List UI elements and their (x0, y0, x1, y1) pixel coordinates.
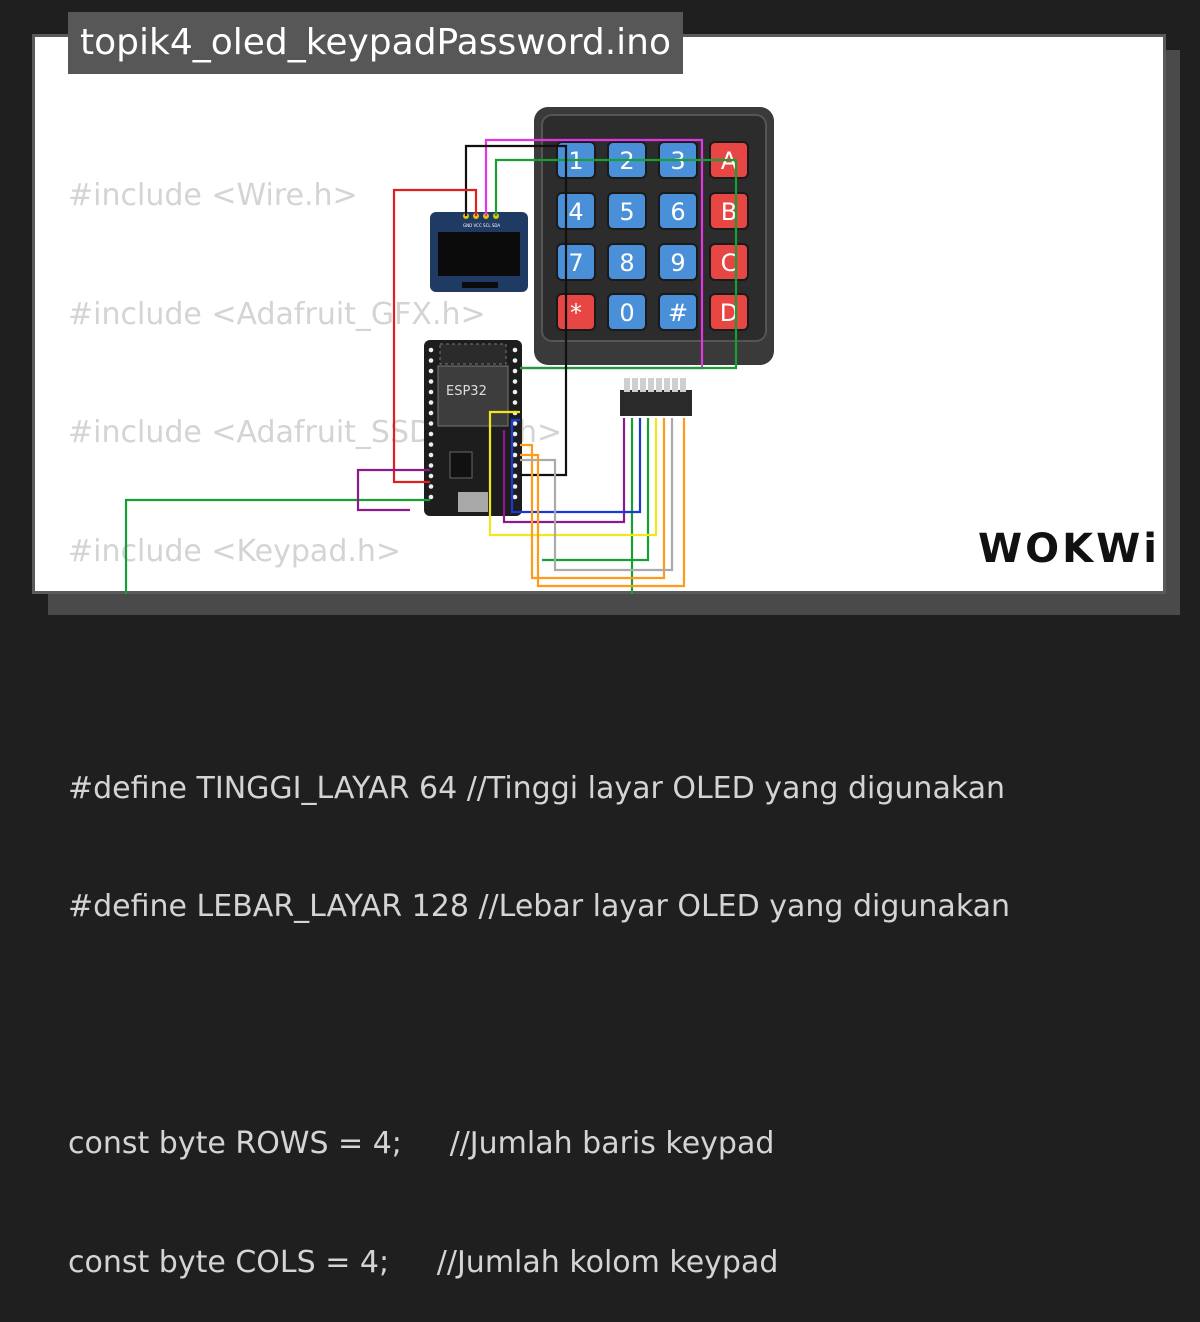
keypad-key-C: C (709, 243, 749, 281)
esp32-pin (512, 431, 518, 437)
esp32-board: ESP32 (424, 340, 522, 516)
code-preview: #include <Wire.h> #include <Adafruit_GFX… (68, 102, 1010, 1322)
keypad-key-label: 7 (568, 249, 583, 277)
keypad-key-label: * (570, 299, 582, 327)
project-title: topik4_oled_keypadPassword.ino (68, 12, 683, 74)
esp32-pin (428, 494, 434, 500)
keypad-key-label: # (668, 299, 688, 327)
keypad-key-6: 6 (658, 192, 698, 230)
keypad-key-label: 9 (670, 249, 685, 277)
keypad-key-*: * (556, 293, 596, 331)
keypad-key-#: # (658, 293, 698, 331)
esp32-pin (512, 494, 518, 500)
esp32-label: ESP32 (446, 384, 487, 399)
esp32-pin (428, 368, 434, 374)
keypad-key-label: 6 (670, 198, 685, 226)
keypad-key-8: 8 (607, 243, 647, 281)
keypad-key-label: 0 (619, 299, 634, 327)
code-line: const byte ROWS = 4; //Jumlah baris keyp… (68, 1126, 775, 1161)
oled-pin-labels: GND VCC SCL SDA (463, 223, 500, 228)
esp32-pin (428, 452, 434, 458)
esp32-pin (512, 473, 518, 479)
keypad-key-D: D (709, 293, 749, 331)
keypad-key-B: B (709, 192, 749, 230)
esp32-pin (428, 389, 434, 395)
esp32-pin (428, 463, 434, 468)
esp32-pin (512, 347, 518, 353)
keypad-key-label: B (721, 198, 737, 226)
code-line: #define TINGGI_LAYAR 64 //Tinggi layar O… (68, 770, 1006, 806)
esp32-pin (428, 442, 434, 447)
esp32-pin (512, 358, 518, 363)
keypad-key-0: 0 (607, 293, 647, 331)
code-line: #include <Keypad.h> (68, 533, 402, 569)
keypad-key-label: 4 (568, 198, 583, 226)
keypad-key-label: 8 (619, 249, 634, 277)
esp32-pin (512, 421, 518, 426)
keypad-key-7: 7 (556, 243, 596, 281)
esp32-pin (428, 358, 434, 363)
esp32-pin (512, 389, 518, 395)
wokwi-logo: WOKWi (978, 526, 1160, 572)
code-line: #define LEBAR_LAYAR 128 //Lebar layar OL… (68, 889, 1011, 924)
esp32-pin (428, 473, 434, 479)
keypad-key-label: C (721, 249, 738, 277)
wires (124, 138, 738, 594)
esp32-pin (428, 400, 434, 405)
esp32-pin (512, 463, 518, 468)
code-line: #include <Adafruit_GFX.h> (68, 296, 486, 332)
esp32-pin (512, 368, 518, 374)
keypad-key-9: 9 (658, 243, 698, 281)
esp32-pin (428, 379, 434, 384)
code-line (68, 646, 1010, 695)
code-line: #include <Wire.h> (68, 178, 358, 213)
esp32-pin (428, 421, 434, 426)
esp32-pin (512, 442, 518, 447)
esp32-pin (512, 379, 518, 384)
code-line: const byte COLS = 4; //Jumlah kolom keyp… (68, 1244, 779, 1280)
keypad-key-label: 5 (619, 198, 634, 226)
esp32-pin (428, 347, 434, 353)
keypad-key-label: D (720, 299, 738, 327)
oled-display: GND VCC SCL SDA (430, 212, 528, 292)
code-line (68, 1002, 1010, 1051)
esp32-pin (428, 410, 434, 416)
esp32-pin (512, 484, 518, 489)
esp32-pin (512, 452, 518, 458)
keypad-key-4: 4 (556, 192, 596, 230)
keypad-key-5: 5 (607, 192, 647, 230)
esp32-pin (428, 431, 434, 437)
esp32-pin (428, 484, 434, 489)
esp32-pin (512, 400, 518, 405)
